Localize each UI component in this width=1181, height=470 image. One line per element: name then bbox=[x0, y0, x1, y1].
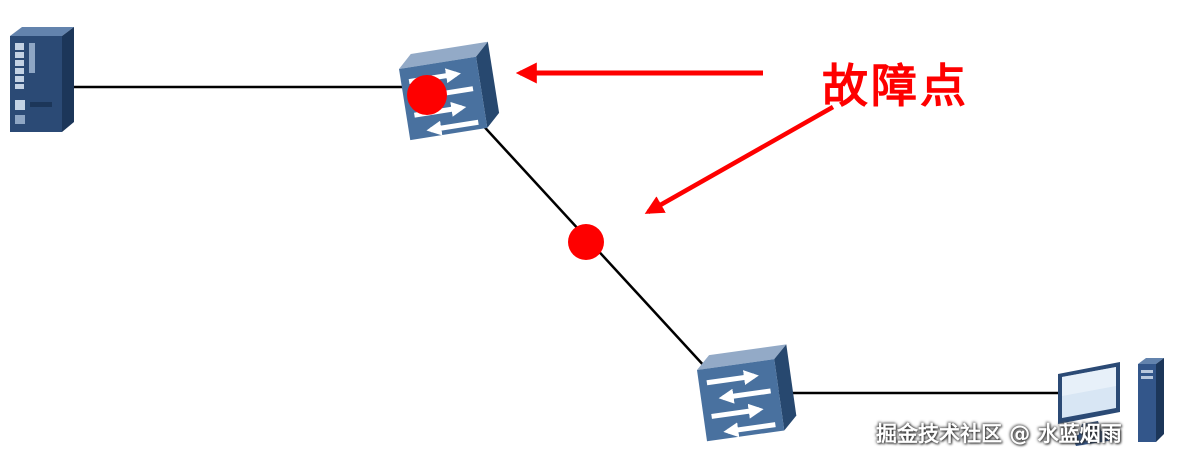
server-tower-icon bbox=[10, 27, 74, 132]
watermark-text: 掘金技术社区 @ 水蓝烟雨 bbox=[876, 422, 1122, 446]
fault-dot-on-link bbox=[568, 224, 604, 260]
fault-dot-on-switch1 bbox=[407, 75, 447, 115]
desktop-pc-icon bbox=[1058, 358, 1164, 446]
lan-switch-2-icon bbox=[695, 344, 798, 441]
fault-arrow-to-link bbox=[644, 105, 835, 214]
fault-point-label: 故障点 bbox=[822, 59, 969, 113]
